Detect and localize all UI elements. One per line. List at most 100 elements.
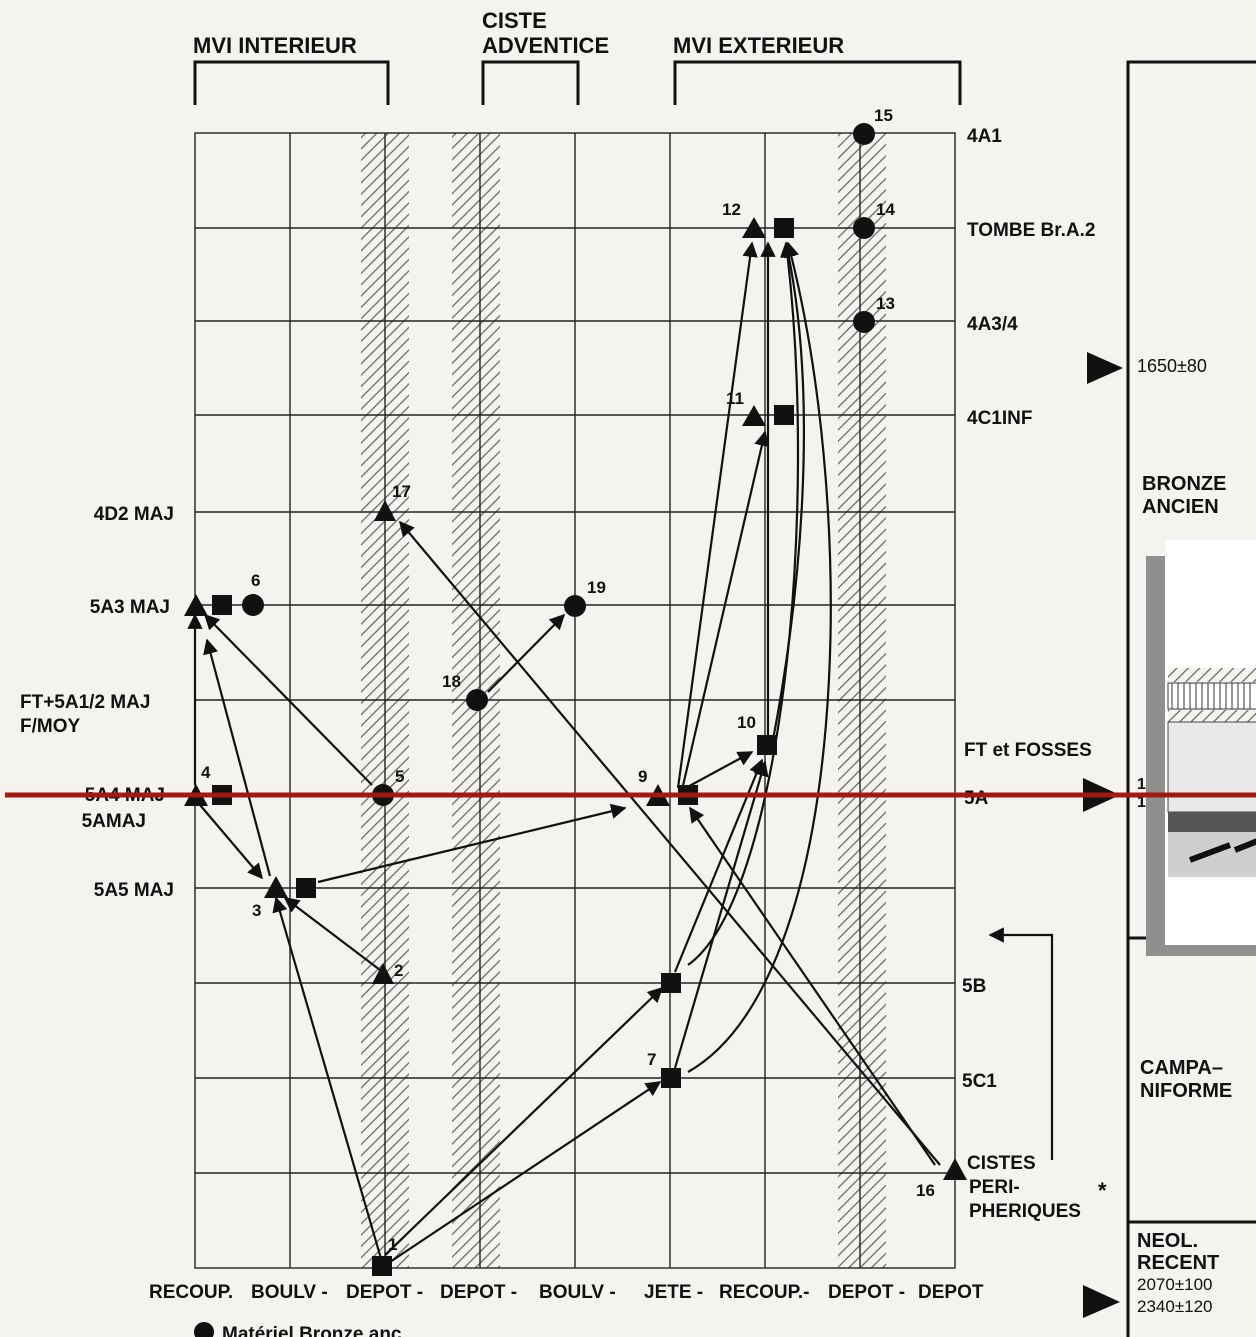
arrow-curve bbox=[687, 241, 800, 966]
right-label-4a1: 4A1 bbox=[967, 126, 1002, 147]
left-axis-labels: 4D2 MAJ 5A3 MAJ FT+5A1/2 MAJ F/MOY 5A4 M… bbox=[20, 504, 174, 901]
circle-marker bbox=[466, 689, 488, 711]
date-2340: 2340±120 bbox=[1137, 1297, 1213, 1316]
date-2070: 2070±100 bbox=[1137, 1275, 1213, 1294]
right-label-5b: 5B bbox=[962, 976, 986, 997]
triangle-marker bbox=[372, 963, 394, 984]
right-label-4c1inf: 4C1INF bbox=[967, 408, 1032, 429]
stratigraphy-inset bbox=[1146, 540, 1256, 956]
right-label-tombe: TOMBE Br.A.2 bbox=[967, 220, 1095, 241]
arrow bbox=[487, 613, 566, 693]
node-number-1: 1 bbox=[388, 1235, 397, 1254]
date-1650: 1650±80 bbox=[1137, 356, 1207, 376]
period-campa-2: NIFORME bbox=[1140, 1080, 1232, 1102]
node-number-4: 4 bbox=[201, 763, 211, 782]
group-headers: MVI INTERIEUR CISTE ADVENTICE MVI EXTERI… bbox=[193, 8, 844, 58]
square-marker bbox=[296, 878, 316, 898]
square-marker bbox=[661, 1068, 681, 1088]
node-number-18: 18 bbox=[442, 672, 461, 691]
bottom-label-depot: DEPOT - bbox=[828, 1282, 905, 1303]
arrow-curve bbox=[770, 241, 805, 746]
node-number-5: 5 bbox=[395, 767, 404, 786]
period-neol-1: NEOL. bbox=[1137, 1230, 1198, 1252]
node-number-16: 16 bbox=[916, 1181, 935, 1200]
arrow bbox=[272, 896, 384, 1263]
node-number-6: 6 bbox=[251, 571, 260, 590]
node-number-7: 7 bbox=[647, 1050, 656, 1069]
bottom-label-recoup: RECOUP. bbox=[149, 1282, 233, 1303]
arrow bbox=[676, 241, 758, 789]
arrow-cistes bbox=[988, 927, 1054, 1160]
square-marker bbox=[372, 1256, 392, 1276]
bottom-label-boulv: BOULV - bbox=[251, 1282, 328, 1303]
right-label-4a34: 4A3/4 bbox=[967, 314, 1018, 335]
left-label-4d2: 4D2 MAJ bbox=[94, 504, 174, 525]
arrow bbox=[389, 1081, 662, 1263]
right-label-5a: 5A bbox=[964, 788, 989, 809]
triangle-marker bbox=[742, 405, 766, 426]
bottom-label-jete: JETE - bbox=[644, 1282, 703, 1303]
circle-marker bbox=[853, 123, 875, 145]
arrow bbox=[203, 613, 373, 786]
arrow bbox=[399, 520, 941, 1166]
header-mvi-exterieur: MVI EXTERIEUR bbox=[673, 33, 844, 58]
period-campa-1: CAMPA– bbox=[1140, 1057, 1223, 1079]
triangle-marker bbox=[264, 876, 288, 898]
bottom-label-recoup: RECOUP.- bbox=[719, 1282, 809, 1303]
triangle-marker bbox=[943, 1158, 967, 1180]
arrow-curve bbox=[687, 241, 832, 1073]
square-marker bbox=[661, 973, 681, 993]
square-marker bbox=[774, 218, 794, 238]
node-number-14: 14 bbox=[876, 200, 895, 219]
period-bronze-1: BRONZE bbox=[1142, 473, 1226, 495]
arrow bbox=[203, 638, 272, 877]
left-label-ft5a: FT+5A1/2 MAJ bbox=[20, 692, 150, 713]
header-ciste-line1: CISTE bbox=[482, 8, 547, 33]
node-number-11: 11 bbox=[726, 389, 744, 408]
triangle-marker bbox=[184, 594, 208, 616]
triangle-marker bbox=[374, 500, 396, 521]
right-axis-labels: 4A1 TOMBE Br.A.2 4A3/4 4C1INF FT et FOSS… bbox=[962, 126, 1107, 1222]
left-label-fmoy: F/MOY bbox=[20, 716, 80, 737]
legend-text: Matériel Bronze anc. bbox=[222, 1324, 407, 1337]
arrow bbox=[283, 897, 381, 971]
period-bronze-2: ANCIEN bbox=[1142, 496, 1219, 518]
square-marker bbox=[212, 595, 232, 615]
arrow bbox=[689, 806, 936, 1166]
header-mvi-interieur: MVI INTERIEUR bbox=[193, 33, 357, 58]
bottom-axis-labels: RECOUP. BOULV - DEPOT - DEPOT - BOULV - … bbox=[149, 1282, 984, 1303]
bottom-label-depot: DEPOT - bbox=[346, 1282, 423, 1303]
square-marker bbox=[757, 735, 777, 755]
left-label-5a5: 5A5 MAJ bbox=[94, 880, 174, 901]
period-neol-2: RECENT bbox=[1137, 1252, 1219, 1274]
legend-partial: Matériel Bronze anc. bbox=[194, 1322, 407, 1337]
triangle-marker bbox=[742, 217, 766, 238]
node-number-15: 15 bbox=[874, 106, 893, 125]
arrow bbox=[673, 760, 769, 1069]
bottom-label-boulv: BOULV - bbox=[539, 1282, 616, 1303]
arrow bbox=[680, 430, 770, 791]
node-number-19: 19 bbox=[587, 578, 606, 597]
date-pointer-1 bbox=[1087, 352, 1123, 384]
right-label-peri: PERI- bbox=[969, 1177, 1020, 1198]
right-label-5c1: 5C1 bbox=[962, 1071, 997, 1092]
left-label-5a3: 5A3 MAJ bbox=[90, 597, 170, 618]
arrow bbox=[681, 751, 754, 791]
asterisk: * bbox=[1098, 1178, 1107, 1203]
node-number-17: 17 bbox=[392, 482, 411, 501]
arrows bbox=[187, 241, 1054, 1263]
bottom-label-depot: DEPOT bbox=[918, 1282, 984, 1303]
square-marker bbox=[774, 405, 794, 425]
node-number-3: 3 bbox=[252, 901, 261, 920]
node-number-10: 10 bbox=[737, 713, 756, 732]
circle-marker bbox=[853, 311, 875, 333]
group-brackets bbox=[193, 60, 962, 105]
node-number-13: 13 bbox=[876, 294, 895, 313]
date-pointer-3 bbox=[1083, 1285, 1120, 1318]
node-number-2: 2 bbox=[394, 961, 403, 980]
node-number-9: 9 bbox=[638, 767, 647, 786]
left-label-5amaj: 5AMAJ bbox=[82, 811, 146, 832]
node-numbers: 1 2 3 4 5 6 7 9 10 11 12 13 14 15 16 17 … bbox=[201, 106, 935, 1254]
right-label-pheriques: PHERIQUES bbox=[969, 1201, 1081, 1222]
